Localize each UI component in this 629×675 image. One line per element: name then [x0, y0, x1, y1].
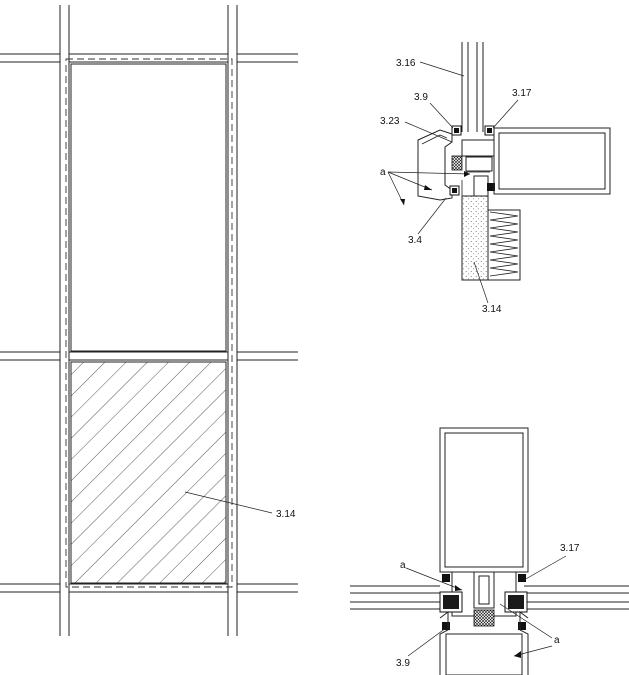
leader-3-4	[417, 197, 447, 235]
leader-3-17-top	[492, 99, 519, 129]
label-3-17-top: 3.17	[512, 88, 532, 99]
label-3-17-bottom: 3.17	[560, 543, 580, 554]
gasket-small-tl	[442, 574, 450, 582]
leader-3-14-section	[473, 261, 489, 304]
dashed-frame-outline	[65, 58, 233, 588]
gasket-right	[484, 125, 495, 136]
facade-elevation: 3.14	[0, 5, 298, 636]
leader-a-1	[387, 171, 471, 175]
label-3-23: 3.23	[380, 116, 400, 127]
leader-a-bottom-top	[405, 567, 463, 591]
label-3-14-section: 3.14	[482, 304, 502, 315]
steel-hollow-section	[493, 127, 611, 195]
section-bottom: a 3.17 a 3.9	[350, 427, 629, 675]
mullion-right	[227, 5, 238, 636]
leader-3-14	[184, 491, 273, 514]
leader-3-9-bottom	[407, 627, 447, 657]
leader-3-9-top	[429, 102, 454, 129]
mineral-wool	[487, 209, 521, 281]
label-3-9-top: 3.9	[414, 92, 428, 103]
spandrel-panel	[70, 361, 227, 584]
transom-top	[0, 53, 298, 63]
transom-middle	[0, 351, 298, 361]
gasket-small-br	[518, 622, 526, 630]
leader-a-bottom-1	[499, 603, 553, 639]
gasket-block-right	[504, 591, 528, 613]
glass-left	[350, 585, 440, 610]
arrow-a-bottom	[514, 651, 521, 658]
transom-bottom	[0, 583, 298, 593]
label-a-bottom: a	[554, 635, 560, 646]
label-3-14: 3.14	[276, 509, 296, 520]
spandrel-insulation-dotted	[461, 195, 489, 281]
label-3-9-bottom: 3.9	[396, 658, 410, 669]
label-a-top: a	[380, 167, 386, 178]
leader-3-16	[419, 61, 465, 77]
vision-panel	[70, 63, 227, 352]
section-top: 3.16 3.9 3.17 3.23 a 3.4 3.14	[380, 42, 611, 315]
gasket-small-bl	[442, 622, 450, 630]
pressure-plate	[439, 611, 529, 675]
cap-profile	[417, 129, 453, 201]
arrow-a-3	[400, 199, 405, 205]
glass-unit	[461, 42, 484, 132]
gasket-small-tr	[518, 574, 526, 582]
thermal-break	[451, 155, 463, 171]
gasket-lower-right	[487, 183, 495, 191]
gasket-left	[451, 125, 462, 136]
glass-right	[524, 585, 629, 610]
mullion-box	[439, 427, 529, 573]
leader-3-17-bottom	[523, 555, 567, 581]
label-a-bottom-top: a	[400, 560, 406, 571]
arrow-a-bottom-top	[455, 585, 462, 591]
mullion-left	[59, 5, 70, 636]
gasket-block-left	[439, 591, 463, 613]
thermal-break-bottom	[473, 609, 495, 627]
label-3-4: 3.4	[408, 235, 422, 246]
arrow-a-1	[464, 171, 470, 177]
leader-3-23	[404, 121, 453, 143]
arrow-a-2	[424, 185, 432, 190]
label-3-16: 3.16	[396, 58, 416, 69]
gasket-lower-left-core	[452, 188, 457, 193]
